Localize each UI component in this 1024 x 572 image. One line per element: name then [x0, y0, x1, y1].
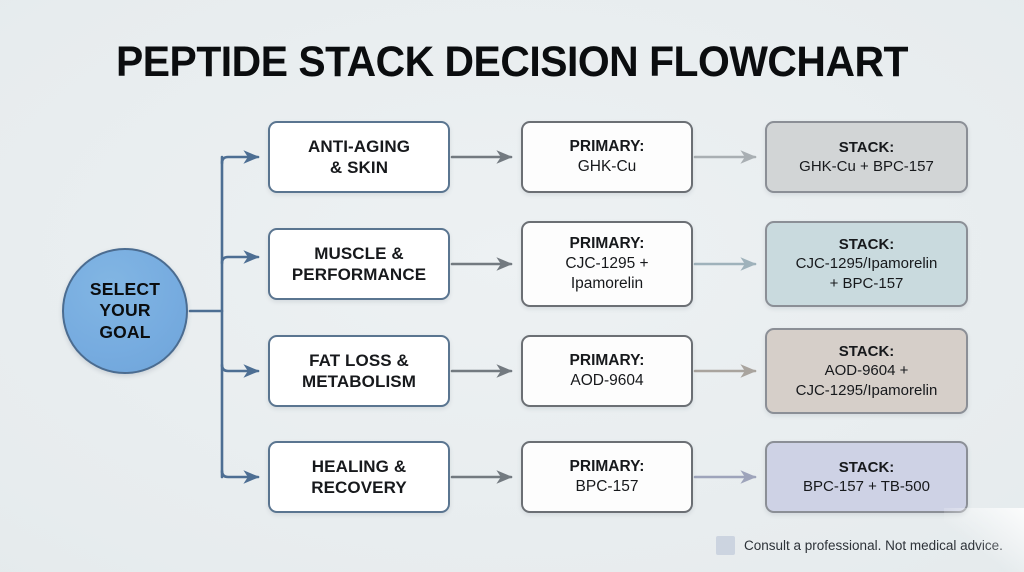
branch-arm-1	[220, 150, 260, 165]
start-node-line-2: YOUR	[99, 300, 151, 321]
branch-arm-4	[220, 469, 260, 484]
primary-line-1: GHK-Cu	[577, 158, 637, 175]
stack-node-bpc-157-tb-500[interactable]: STACK: BPC-157 + TB-500	[765, 441, 968, 513]
branch-arm-3	[220, 363, 260, 378]
category-line-1: FAT LOSS &	[309, 350, 409, 370]
primary-heading: PRIMARY:	[569, 235, 645, 253]
primary-heading: PRIMARY:	[569, 458, 645, 476]
start-node-select-your-goal[interactable]: SELECT YOUR GOAL	[62, 248, 188, 374]
disclaimer-note: Consult a professional. Not medical advi…	[716, 536, 1003, 555]
primary-line-1: CJC-1295 +	[565, 255, 649, 273]
stack-heading: STACK:	[838, 138, 895, 156]
primary-heading: PRIMARY:	[569, 352, 645, 370]
stack-line-1: CJC-1295/Ipamorelin	[795, 255, 938, 273]
category-line-2: METABOLISM	[301, 372, 416, 391]
category-node-muscle-performance[interactable]: MUSCLE & PERFORMANCE	[268, 228, 450, 300]
page-title: PEPTIDE STACK DECISION FLOWCHART	[116, 38, 908, 86]
stack-heading: STACK:	[838, 343, 895, 361]
primary-node-ghk-cu[interactable]: PRIMARY: GHK-Cu	[521, 121, 693, 193]
branch-arm-2	[220, 250, 260, 265]
primary-line-2: Ipamorelin	[570, 274, 644, 292]
category-node-anti-aging-skin[interactable]: ANTI-AGING & SKIN	[268, 121, 450, 193]
stack-node-aod-9604-cjc-1295-ipamorelin[interactable]: STACK: AOD-9604 + CJC-1295/Ipamorelin	[765, 328, 968, 414]
primary-heading: PRIMARY:	[569, 138, 645, 156]
stack-line-1: BPC-157 + TB-500	[803, 478, 930, 495]
primary-line-1: BPC-157	[575, 478, 639, 495]
stack-line-1: AOD-9604 +	[824, 362, 909, 380]
stack-heading: STACK:	[838, 236, 895, 254]
stack-line-1: GHK-Cu + BPC-157	[799, 158, 934, 175]
start-node-line-1: SELECT	[89, 278, 161, 299]
primary-node-aod-9604[interactable]: PRIMARY: AOD-9604	[521, 335, 693, 407]
category-line-2: & SKIN	[329, 158, 389, 177]
primary-line-1: AOD-9604	[570, 372, 644, 389]
category-line-2: RECOVERY	[311, 478, 407, 497]
primary-node-bpc-157[interactable]: PRIMARY: BPC-157	[521, 441, 693, 513]
category-line-1: ANTI-AGING	[307, 136, 411, 156]
legend-swatch-icon	[716, 536, 735, 555]
start-node-line-3: GOAL	[99, 321, 151, 342]
disclaimer-text: Consult a professional. Not medical advi…	[744, 538, 1003, 553]
category-line-1: MUSCLE &	[314, 243, 404, 263]
primary-node-cjc-1295-ipamorelin[interactable]: PRIMARY: CJC-1295 + Ipamorelin	[521, 221, 693, 307]
stack-line-2: CJC-1295/Ipamorelin	[795, 381, 938, 399]
stack-node-cjc-1295-ipamorelin-bpc-157[interactable]: STACK: CJC-1295/Ipamorelin + BPC-157	[765, 221, 968, 307]
category-node-healing-recovery[interactable]: HEALING & RECOVERY	[268, 441, 450, 513]
category-node-fat-loss-metabolism[interactable]: FAT LOSS & METABOLISM	[268, 335, 450, 407]
stack-heading: STACK:	[838, 458, 895, 476]
stack-line-2: + BPC-157	[829, 274, 904, 292]
category-line-1: HEALING &	[311, 456, 407, 476]
stack-node-ghk-cu-bpc-157[interactable]: STACK: GHK-Cu + BPC-157	[765, 121, 968, 193]
category-line-2: PERFORMANCE	[291, 265, 427, 284]
